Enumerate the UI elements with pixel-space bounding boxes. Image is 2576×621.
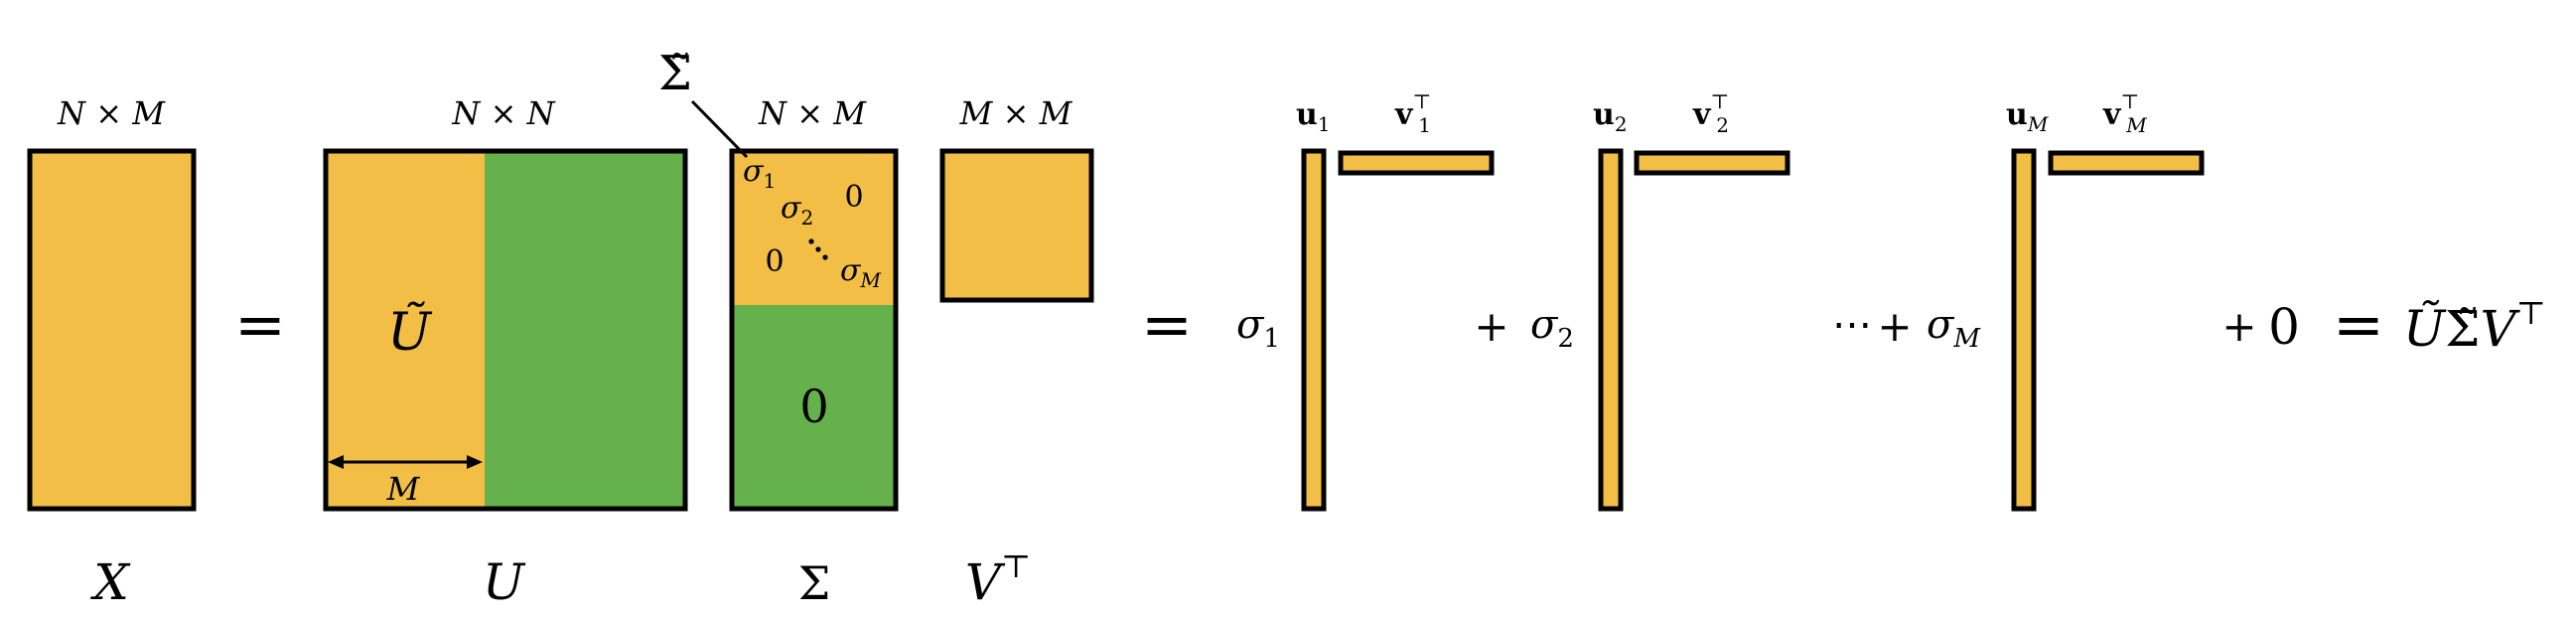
u-tilde-label: Ũ	[387, 302, 433, 363]
width-arrow	[328, 455, 483, 469]
result-product: ŨΣ̃V⊤	[2403, 294, 2546, 358]
matrix-u: N × N Ũ M U	[323, 94, 688, 611]
plus-sign-2: +	[1877, 302, 1912, 351]
entry-sigma-m: σM	[840, 253, 881, 292]
term-2-v-row	[1634, 150, 1790, 176]
term-m-coefficient: σM	[1927, 302, 1981, 354]
term-2-u-column	[1598, 148, 1624, 512]
dim-label-sigma: N × M	[758, 94, 867, 132]
term-1-v-row	[1338, 150, 1495, 176]
matrix-vt: M × M V⊤	[939, 94, 1094, 611]
sigma-tilde-block	[732, 151, 896, 305]
u-tilde-block	[326, 151, 485, 509]
matrix-vt-block	[939, 148, 1094, 303]
dim-label-u: N × N	[451, 94, 555, 132]
term-1-u-column	[1301, 148, 1327, 512]
entry-sigma-1: σ1	[743, 154, 776, 193]
term-1-u-label: u1	[1296, 97, 1331, 136]
sigma-tilde-pointer	[690, 99, 749, 159]
sigma-zero-block	[732, 305, 896, 509]
term-1-v-label: v⊤1	[1394, 89, 1431, 137]
entry-sigma-2: σ2	[781, 191, 813, 230]
name-label-vt: V⊤	[965, 547, 1031, 611]
name-label-sigma: Σ	[798, 556, 831, 610]
name-label-x: X	[89, 553, 131, 611]
zero-term: 0	[2268, 298, 2300, 356]
term-m-u-label: uM	[2006, 97, 2049, 136]
u-complement-block	[485, 151, 685, 509]
term-2-u-label: u2	[1593, 97, 1628, 136]
diagonal-dots	[808, 238, 828, 260]
term-2: σ2 u2 v⊤2	[1530, 89, 1790, 512]
dim-label-x: N × M	[57, 94, 166, 132]
equals-sign-2: =	[1141, 288, 1193, 361]
width-label-m: M	[386, 470, 421, 508]
matrix-x-block	[27, 148, 197, 512]
dim-label-vt: M × M	[959, 94, 1073, 132]
plus-sign-1: +	[1474, 302, 1508, 351]
plus-sign-3: +	[2221, 302, 2256, 351]
term-1-coefficient: σ1	[1236, 302, 1280, 354]
sigma-tilde-label: Σ̃	[658, 46, 692, 101]
term-1: σ1 u1 v⊤1	[1236, 89, 1495, 512]
equals-sign-3: =	[2333, 288, 2384, 361]
term-m: σM uM v⊤M	[1927, 89, 2205, 512]
matrix-sigma-border	[729, 148, 899, 512]
term-m-u-column	[2011, 148, 2037, 512]
zero-block-label: 0	[799, 380, 828, 433]
equals-sign-1: =	[234, 288, 286, 361]
entry-zero-upper: 0	[844, 180, 863, 215]
name-label-u: U	[483, 553, 526, 611]
term-m-v-label: v⊤M	[2102, 89, 2147, 137]
matrix-x: N × M X	[27, 94, 197, 611]
term-2-coefficient: σ2	[1530, 302, 1574, 354]
matrix-sigma: N × M Σ̃ σ1 σ2 0 0 σM 0 Σ	[658, 46, 899, 610]
entry-zero-lower: 0	[765, 244, 784, 279]
ellipsis: ⋯	[1832, 302, 1872, 348]
term-m-v-row	[2048, 150, 2205, 176]
term-2-v-label: v⊤2	[1692, 89, 1729, 137]
matrix-u-border	[323, 148, 688, 512]
